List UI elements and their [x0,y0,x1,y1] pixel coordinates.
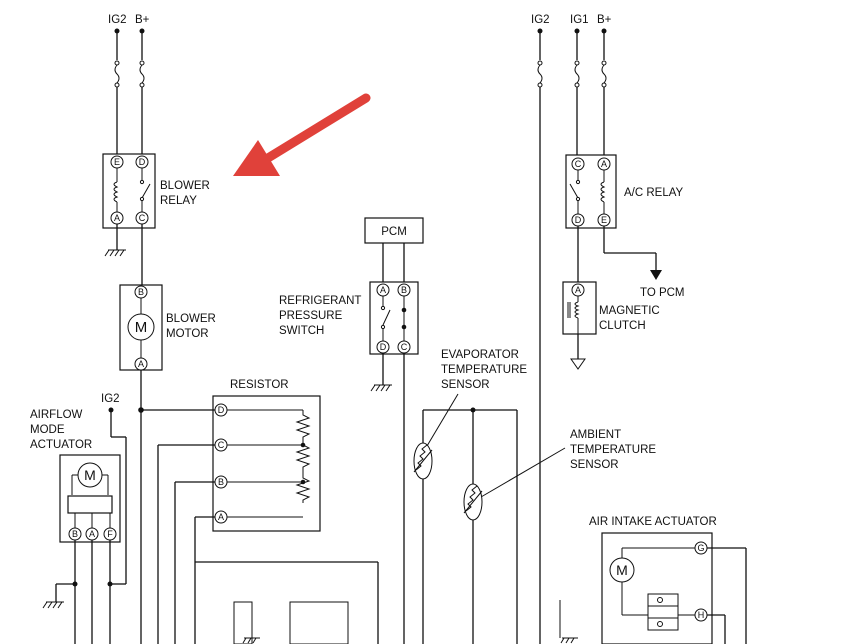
airflow-actuator-pin-f: F [107,529,113,539]
evaporator-sensor-label-1: EVAPORATOR [441,349,519,361]
ground-icon [104,249,126,257]
air-intake-actuator: AIR INTAKE ACTUATOR G H M [589,516,747,644]
annotation-arrow [233,93,371,176]
blower-relay: E D A C BLOWER RELAY [102,153,210,285]
blower-motor-label-1: BLOWER [166,313,216,325]
magnetic-clutch-pin-a: A [575,285,581,295]
arrow-down-icon [650,270,662,280]
magnetic-clutch: A MAGNETIC CLUTCH [562,281,660,370]
lower-harness [157,444,379,644]
ground-icon [370,384,392,392]
refrigerant-pressure-switch: REFRIGERANT PRESSURE SWITCH A B D C [279,281,419,644]
resistor-pin-d: D [218,405,225,415]
air-intake-pin-g: G [697,543,704,553]
air-intake-pin-h: H [698,610,705,620]
pcm-box: PCM [364,217,424,282]
right-ig1-label: IG1 [570,14,589,26]
blower-motor-label-2: MOTOR [166,328,209,340]
relay-coil-icon [600,181,606,203]
ac-relay-pin-a: A [601,159,607,169]
airflow-actuator-pin-b: B [72,529,78,539]
switch-icon [382,309,391,326]
ground-icon [42,601,64,609]
blower-motor-pin-a: A [138,359,144,369]
air-intake-actuator-label: AIR INTAKE ACTUATOR [589,516,717,528]
fuse-icon [601,60,607,88]
pressure-switch-label-2: PRESSURE [279,310,343,322]
evaporator-temperature-sensor: EVAPORATOR TEMPERATURE SENSOR [413,349,527,644]
right-bplus-label: B+ [597,14,612,26]
pressure-switch-pin-c: C [401,342,408,352]
blower-motor-symbol: M [135,319,148,336]
ambient-sensor-label-2: TEMPERATURE [570,444,656,456]
ground-icon [242,637,260,644]
relay-switch-icon [569,183,579,199]
resistor-label: RESISTOR [230,379,289,391]
ground-triangle-icon [570,358,586,370]
right-ig2-label: IG2 [531,14,550,26]
left-bplus-label: B+ [135,14,150,26]
airflow-actuator-label-3: ACTUATOR [30,439,92,451]
clutch-coil-icon [574,301,580,319]
airflow-mode-actuator: AIRFLOW MODE ACTUATOR IG2 M B A F [30,393,127,644]
resistor-coil-icon [295,410,311,503]
blower-relay-pin-a: A [114,213,120,223]
evaporator-sensor-label-3: SENSOR [441,379,490,391]
left-supply: IG2 B+ [108,14,150,154]
blower-motor-pin-b: B [138,287,144,297]
left-ig2-label: IG2 [108,14,127,26]
airflow-actuator-label-1: AIRFLOW [30,409,83,421]
pressure-switch-label-1: REFRIGERANT [279,295,361,307]
pressure-switch-pin-a: A [380,285,386,295]
pressure-switch-pin-d: D [380,342,387,352]
airflow-actuator-pin-a: A [89,529,95,539]
blower-relay-label-1: BLOWER [160,180,210,192]
resistor-pin-a: A [218,512,224,522]
right-supply: IG2 IG1 B+ [531,14,612,644]
pcm-label: PCM [381,226,407,238]
airflow-actuator-label-2: MODE [30,424,65,436]
fuse-icon [139,60,145,88]
pressure-switch-label-3: SWITCH [279,325,324,337]
fuse-icon [114,60,120,88]
lower-ig2-label: IG2 [101,393,120,405]
blower-relay-label-2: RELAY [160,195,197,207]
resistor-pin-b: B [218,477,224,487]
ambient-temperature-sensor: AMBIENT TEMPERATURE SENSOR [463,429,656,644]
ground-icon [559,600,578,644]
resistor-pin-c: C [218,440,225,450]
magnetic-clutch-label-2: CLUTCH [599,320,646,332]
position-switch-icon [647,593,679,631]
ac-relay: C A D E A/C RELAY TO PCM [565,154,685,299]
blower-motor: B M A BLOWER MOTOR [119,284,216,644]
evaporator-sensor-label-2: TEMPERATURE [441,364,527,376]
ac-relay-label: A/C RELAY [624,187,684,199]
resistor: RESISTOR D C B A [141,379,321,532]
blower-relay-pin-c: C [139,213,146,223]
relay-switch-icon [141,183,151,199]
ac-relay-pin-e: E [601,215,607,225]
ac-relay-pin-c: C [575,159,582,169]
pressure-switch-pin-b: B [401,285,407,295]
fuse-icon [574,60,580,88]
blower-relay-pin-e: E [114,157,120,167]
magnetic-clutch-label-1: MAGNETIC [599,305,660,317]
to-pcm-label: TO PCM [640,287,685,299]
relay-coil-icon [113,181,119,203]
ambient-sensor-label-1: AMBIENT [570,429,621,441]
airflow-actuator-symbol: M [84,467,96,483]
blower-relay-pin-d: D [139,157,146,167]
air-intake-actuator-symbol: M [616,562,628,578]
ac-relay-pin-d: D [575,215,582,225]
fuse-icon [537,60,543,88]
ambient-sensor-label-3: SENSOR [570,459,619,471]
